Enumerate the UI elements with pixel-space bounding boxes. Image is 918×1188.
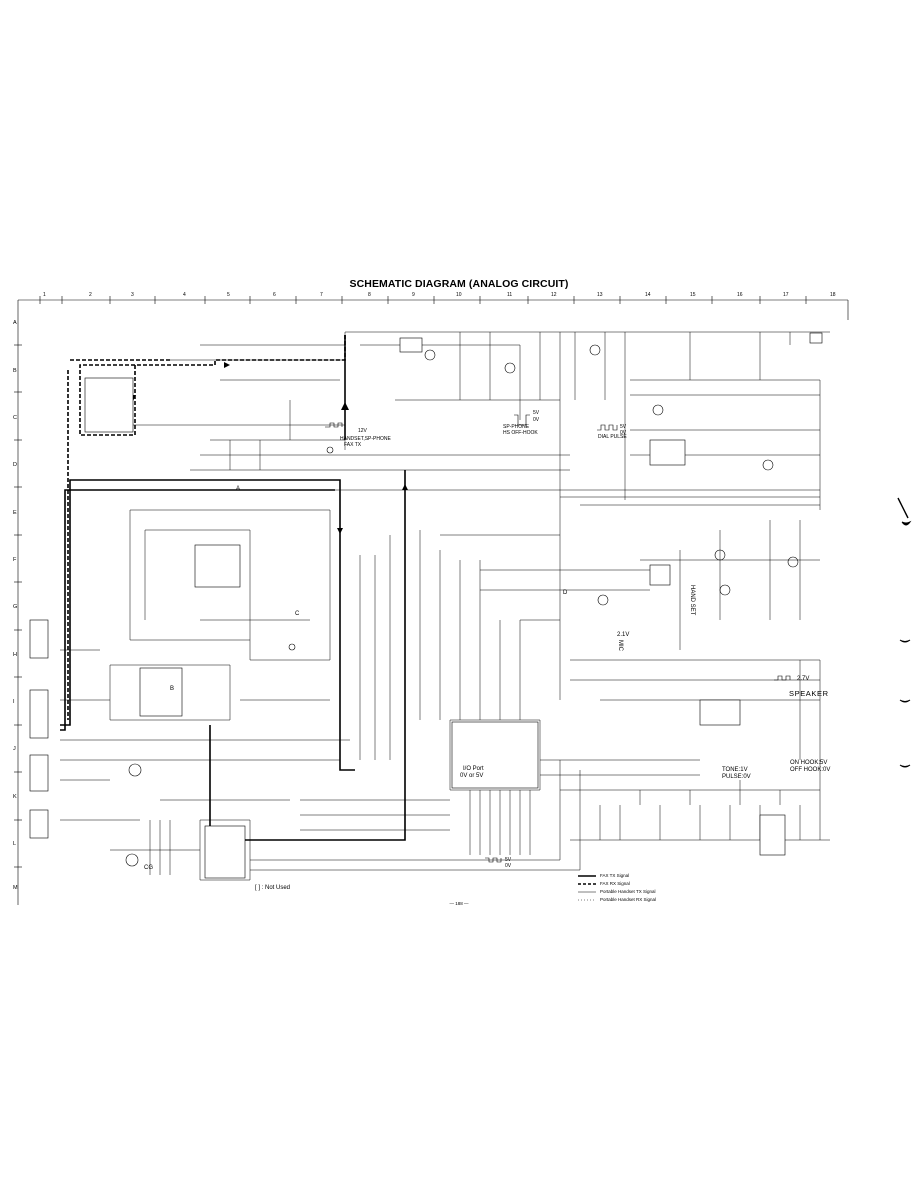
block-label: A	[236, 486, 241, 492]
legend-item: FAX TX Signal	[600, 873, 630, 878]
mic-label: MIC	[617, 640, 623, 651]
block-label: C	[295, 611, 300, 617]
row-label: B	[13, 368, 17, 374]
column-label: 1	[43, 292, 46, 298]
column-label: 2	[89, 292, 92, 298]
row-label: F	[13, 557, 17, 563]
row-label: G	[13, 604, 18, 610]
voltage-label: 0V	[620, 430, 627, 436]
row-label: C	[13, 415, 17, 421]
legend-item: FAX RX Signal	[600, 881, 630, 886]
off-hook-label: OFF HOOK:0V	[790, 767, 831, 773]
waveforms	[325, 414, 791, 863]
column-label: 8	[368, 292, 371, 298]
io-port-label: I/O Port	[463, 766, 484, 772]
column-label: 18	[830, 292, 836, 298]
handset-label: HANDSET,SP-PHONE	[340, 436, 391, 442]
column-label: 13	[597, 292, 603, 298]
row-label: I	[13, 699, 15, 705]
column-label: 9	[412, 292, 415, 298]
legend-item: Portable Handset RX Signal	[600, 897, 657, 902]
hand-set-label: HAND SET	[689, 585, 695, 616]
voltage-label: 5V	[505, 857, 512, 863]
row-label: K	[13, 794, 17, 800]
column-label: 6	[273, 292, 276, 298]
not-used-note: [ ] : Not Used	[255, 885, 291, 891]
voltage-label: 12V	[358, 428, 367, 434]
voltage-label: 0V	[505, 863, 512, 869]
row-label: D	[13, 462, 17, 468]
row-label: E	[13, 510, 17, 516]
io-voltage-label: 0V or 5V	[460, 773, 484, 779]
fax-tx-path	[60, 335, 406, 841]
edge-marks	[897, 497, 912, 768]
column-label: 17	[783, 292, 789, 298]
column-label: 16	[737, 292, 743, 298]
voltage-label: 5V	[533, 410, 540, 416]
row-label: H	[13, 652, 17, 658]
on-hook-label: ON HOOK:5V	[790, 760, 828, 766]
block-label: B	[170, 686, 175, 692]
column-label: 4	[183, 292, 186, 298]
row-label: J	[13, 746, 16, 752]
column-label: 12	[551, 292, 557, 298]
voltage-label: 5V	[620, 424, 627, 430]
row-label: L	[13, 841, 17, 847]
tone-label: TONE:1V	[722, 767, 748, 773]
components	[29, 332, 823, 879]
signal-arrows	[130, 362, 408, 534]
fax-rx-path	[67, 335, 346, 720]
row-label: M	[13, 885, 18, 891]
grid-frame	[14, 296, 849, 905]
dial-pulse-label: DIAL PULSE	[598, 434, 627, 440]
page-number: — 188 —	[449, 901, 469, 906]
fax-tx-label: FAX TX	[344, 442, 362, 448]
legend-samples	[578, 875, 596, 901]
speaker-label: SPEAKER	[789, 689, 829, 698]
thin-wiring	[60, 331, 830, 881]
page-title: SCHEMATIC DIAGRAM (ANALOG CIRCUIT)	[349, 278, 569, 290]
column-label: 15	[690, 292, 696, 298]
voltage-label: 0V	[533, 417, 540, 423]
column-label: 3	[131, 292, 134, 298]
legend-item: Portable Handset TX Signal	[600, 889, 656, 894]
voltage-label: 2.1V	[617, 632, 630, 638]
cg-label: CG	[144, 865, 153, 871]
hs-off-hook-label: HS OFF-HOOK	[503, 430, 538, 436]
column-label: 5	[227, 292, 230, 298]
column-label: 7	[320, 292, 323, 298]
sp-phone-label: SP-PHONE	[503, 424, 530, 430]
voltage-label: 2.7V	[797, 676, 810, 682]
block-label: D	[563, 590, 568, 596]
column-label: 11	[507, 292, 513, 298]
transistors	[125, 344, 799, 867]
column-label: 14	[645, 292, 651, 298]
pulse-label: PULSE:0V	[722, 774, 751, 780]
column-label: 10	[456, 292, 462, 298]
row-label: A	[13, 320, 17, 326]
